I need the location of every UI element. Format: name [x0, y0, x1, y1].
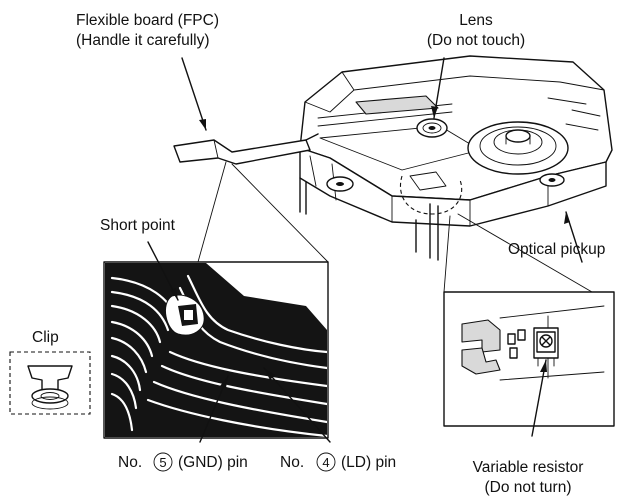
ld-pin-prefix: No.: [280, 454, 304, 471]
ld-pin-suffix: (LD) pin: [341, 454, 396, 471]
resistor-label-line2: (Do not turn): [484, 479, 571, 496]
lens-drawing: [416, 118, 448, 138]
gnd-pin-number-circle: [153, 452, 173, 472]
fpc-label-line2: (Handle it carefully): [76, 32, 210, 49]
ld-pin-number-circle: [316, 452, 336, 472]
ld-pin-number: 4: [322, 455, 329, 470]
lens-label-line2: (Do not touch): [427, 32, 525, 49]
short-point-label: Short point: [100, 217, 176, 234]
leader-arrows: [181, 57, 583, 443]
clip-drawing: [9, 351, 91, 415]
turntable-drawing: [467, 121, 569, 175]
text-labels: Flexible board (FPC) (Handle it carefull…: [32, 12, 605, 496]
gnd-pin-suffix: (GND) pin: [178, 454, 248, 471]
resistor-label-line1: Variable resistor: [473, 459, 584, 476]
lens-label-line1: Lens: [459, 12, 493, 29]
pickup-mechanism-drawing: [299, 55, 613, 261]
gnd-pin-number: 5: [159, 455, 166, 470]
clip-label: Clip: [32, 329, 59, 346]
fpc-zoom-detail: [103, 161, 329, 439]
fpc-ribbon-drawing: [173, 133, 319, 165]
resistor-zoom-detail: [443, 213, 615, 437]
optical-pickup-label: Optical pickup: [508, 241, 605, 258]
fpc-label-line1: Flexible board (FPC): [76, 12, 219, 29]
gnd-pin-prefix: No.: [118, 454, 142, 471]
